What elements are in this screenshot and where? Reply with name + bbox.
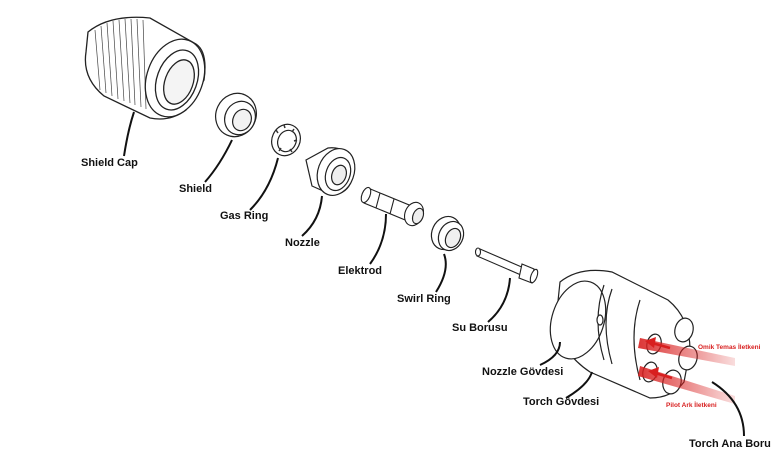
label-shield: Shield xyxy=(179,183,213,195)
gas-ring-part xyxy=(271,123,301,157)
elektrod-part xyxy=(360,186,425,227)
shield-cap-part xyxy=(84,16,206,120)
label-nozzle-govdesi: Nozzle Gövdesi xyxy=(482,366,564,378)
label-omik-temas: Omik Temas İletkeni xyxy=(698,344,761,351)
shield-part xyxy=(215,92,257,138)
su-borusu-part xyxy=(474,247,539,284)
label-su-borusu: Su Borusu xyxy=(452,322,508,334)
label-elektrod: Elektrod xyxy=(338,265,383,277)
label-shield-cap: Shield Cap xyxy=(81,157,138,169)
label-swirl-ring: Swirl Ring xyxy=(397,293,451,305)
leader-lines xyxy=(123,111,745,437)
label-torch-govdesi: Torch Gövdesi xyxy=(523,396,600,408)
nozzle-part xyxy=(305,147,356,196)
label-nozzle: Nozzle xyxy=(285,237,320,249)
label-gas-ring: Gas Ring xyxy=(220,210,269,222)
label-pilot-ark: Pilot Ark İletkeni xyxy=(666,402,717,409)
swirl-ring-part xyxy=(430,215,465,252)
label-torch-ana-boru: Torch Ana Boru xyxy=(689,438,771,450)
red-arrows xyxy=(645,337,673,380)
